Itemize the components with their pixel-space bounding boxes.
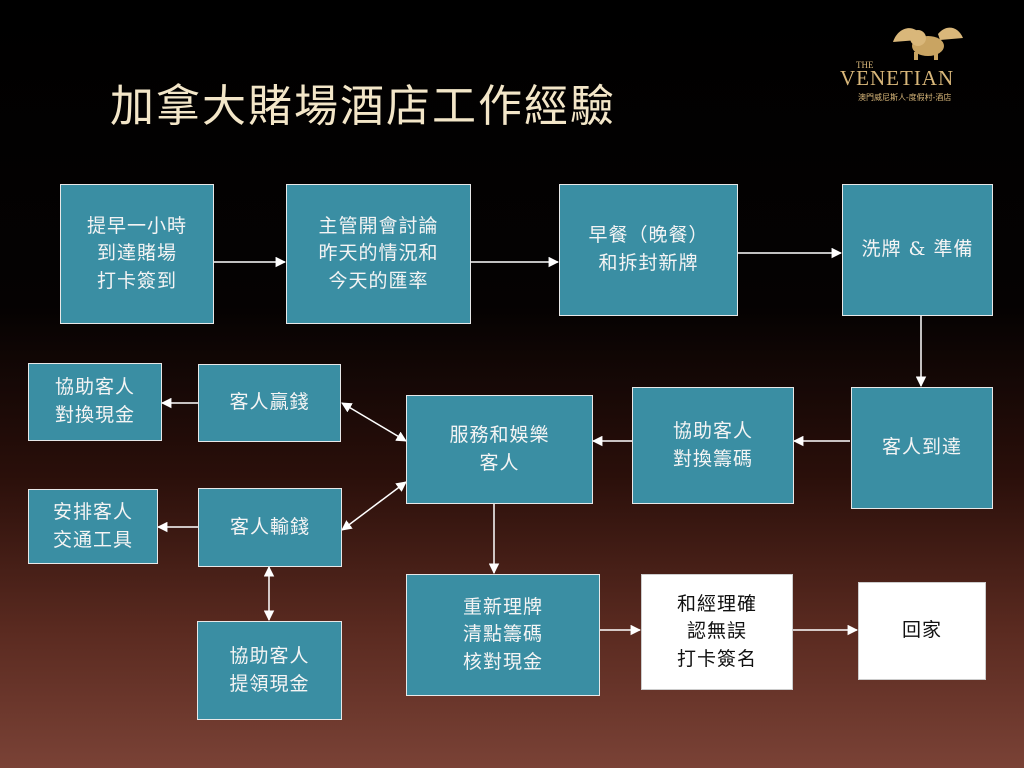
step-meeting: 主管開會討論 昨天的情況和 今天的匯率 [286,184,471,324]
logo-subtitle-text: 澳門威尼斯人-度假村-酒店 [858,93,952,102]
step-lose: 客人輸錢 [198,488,342,567]
step-reset: 重新理牌 清點籌碼 核對現金 [406,574,600,696]
step-win: 客人贏錢 [198,364,341,442]
step-serve: 服務和娛樂 客人 [406,395,593,504]
step-exchange-cash: 協助客人 對換現金 [28,363,162,441]
logo-name-text: VENETIAN [840,66,955,90]
arrow-serve-win [341,402,407,442]
step-breakfast: 早餐（晚餐） 和拆封新牌 [559,184,738,316]
page-title: 加拿大賭場酒店工作經驗 [110,81,616,132]
step-withdraw: 協助客人 提領現金 [197,621,342,720]
winged-lion-icon [893,27,963,60]
step-exchange-chips: 協助客人 對換籌碼 [632,387,794,504]
step-checkin: 提早一小時 到達賭場 打卡簽到 [60,184,214,324]
step-transport: 安排客人 交通工具 [28,489,158,564]
step-confirm: 和經理確 認無誤 打卡簽名 [641,574,793,690]
step-arrive: 客人到達 [851,387,993,509]
arrow-serve-lose [341,481,407,531]
step-shuffle: 洗牌 & 準備 [842,184,993,316]
venetian-logo: THE VENETIAN 澳門威尼斯人-度假村-酒店 [836,22,996,108]
step-home: 回家 [858,582,986,680]
logo-the-text: THE [856,60,874,70]
